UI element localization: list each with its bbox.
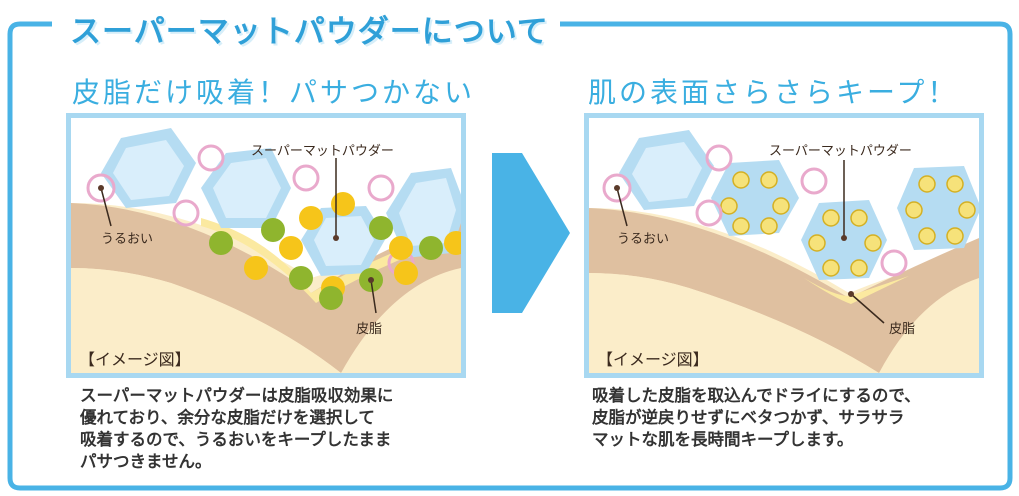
description-line: マットな肌を長時間キープします。 <box>592 430 854 449</box>
left-diagram-panel: スーパーマットパウダー うるおい 皮脂 【イメージ図】 <box>66 113 466 378</box>
powder-label: スーパーマットパウダー <box>251 144 394 159</box>
hexagon-group <box>101 128 461 276</box>
sebum-label: 皮脂 <box>889 322 916 337</box>
left-description: スーパーマットパウダーは皮脂吸収効果に 優れており、余分な皮脂だけを選択して 吸… <box>80 385 393 473</box>
description-line: 吸着した皮脂を取込んでドライにするので、 <box>592 386 921 405</box>
description-line: 優れており、余分な皮脂だけを選択して <box>80 408 375 427</box>
description-line: スーパーマットパウダーは皮脂吸収効果に <box>80 386 394 405</box>
description-line: 吸着するので、うるおいをキープしたまま <box>80 430 392 449</box>
right-diagram-panel: スーパーマットパウダー うるおい 皮脂 【イメージ図】 <box>584 113 984 378</box>
description-line: 皮脂が逆戻りせずにベタつかず、サラサラ <box>592 408 905 427</box>
moisture-label: うるおい <box>101 232 154 247</box>
left-diagram <box>71 128 461 373</box>
moisture-rings <box>602 144 908 277</box>
sebum-particles <box>209 192 461 310</box>
right-arrow-icon <box>492 153 570 313</box>
right-description: 吸着した皮脂を取込んでドライにするので、 皮脂が逆戻りせずにベタつかず、サラサラ… <box>592 385 921 451</box>
powder-label: スーパーマットパウダー <box>769 144 912 159</box>
sebum-label: 皮脂 <box>356 322 383 337</box>
description-line: パサつきません。 <box>80 452 212 471</box>
left-subtitle: 皮脂だけ吸着！パサつかない <box>72 76 476 109</box>
right-subtitle: 肌の表面さらさらキープ！ <box>588 76 959 109</box>
moisture-label: うるおい <box>617 232 670 247</box>
section-title: スーパーマットパウダーについて <box>70 14 549 50</box>
absorbed-sebum-particles <box>720 171 976 277</box>
image-caption: 【イメージ図】 <box>597 350 709 369</box>
image-caption: 【イメージ図】 <box>79 350 191 369</box>
right-diagram <box>589 130 979 373</box>
